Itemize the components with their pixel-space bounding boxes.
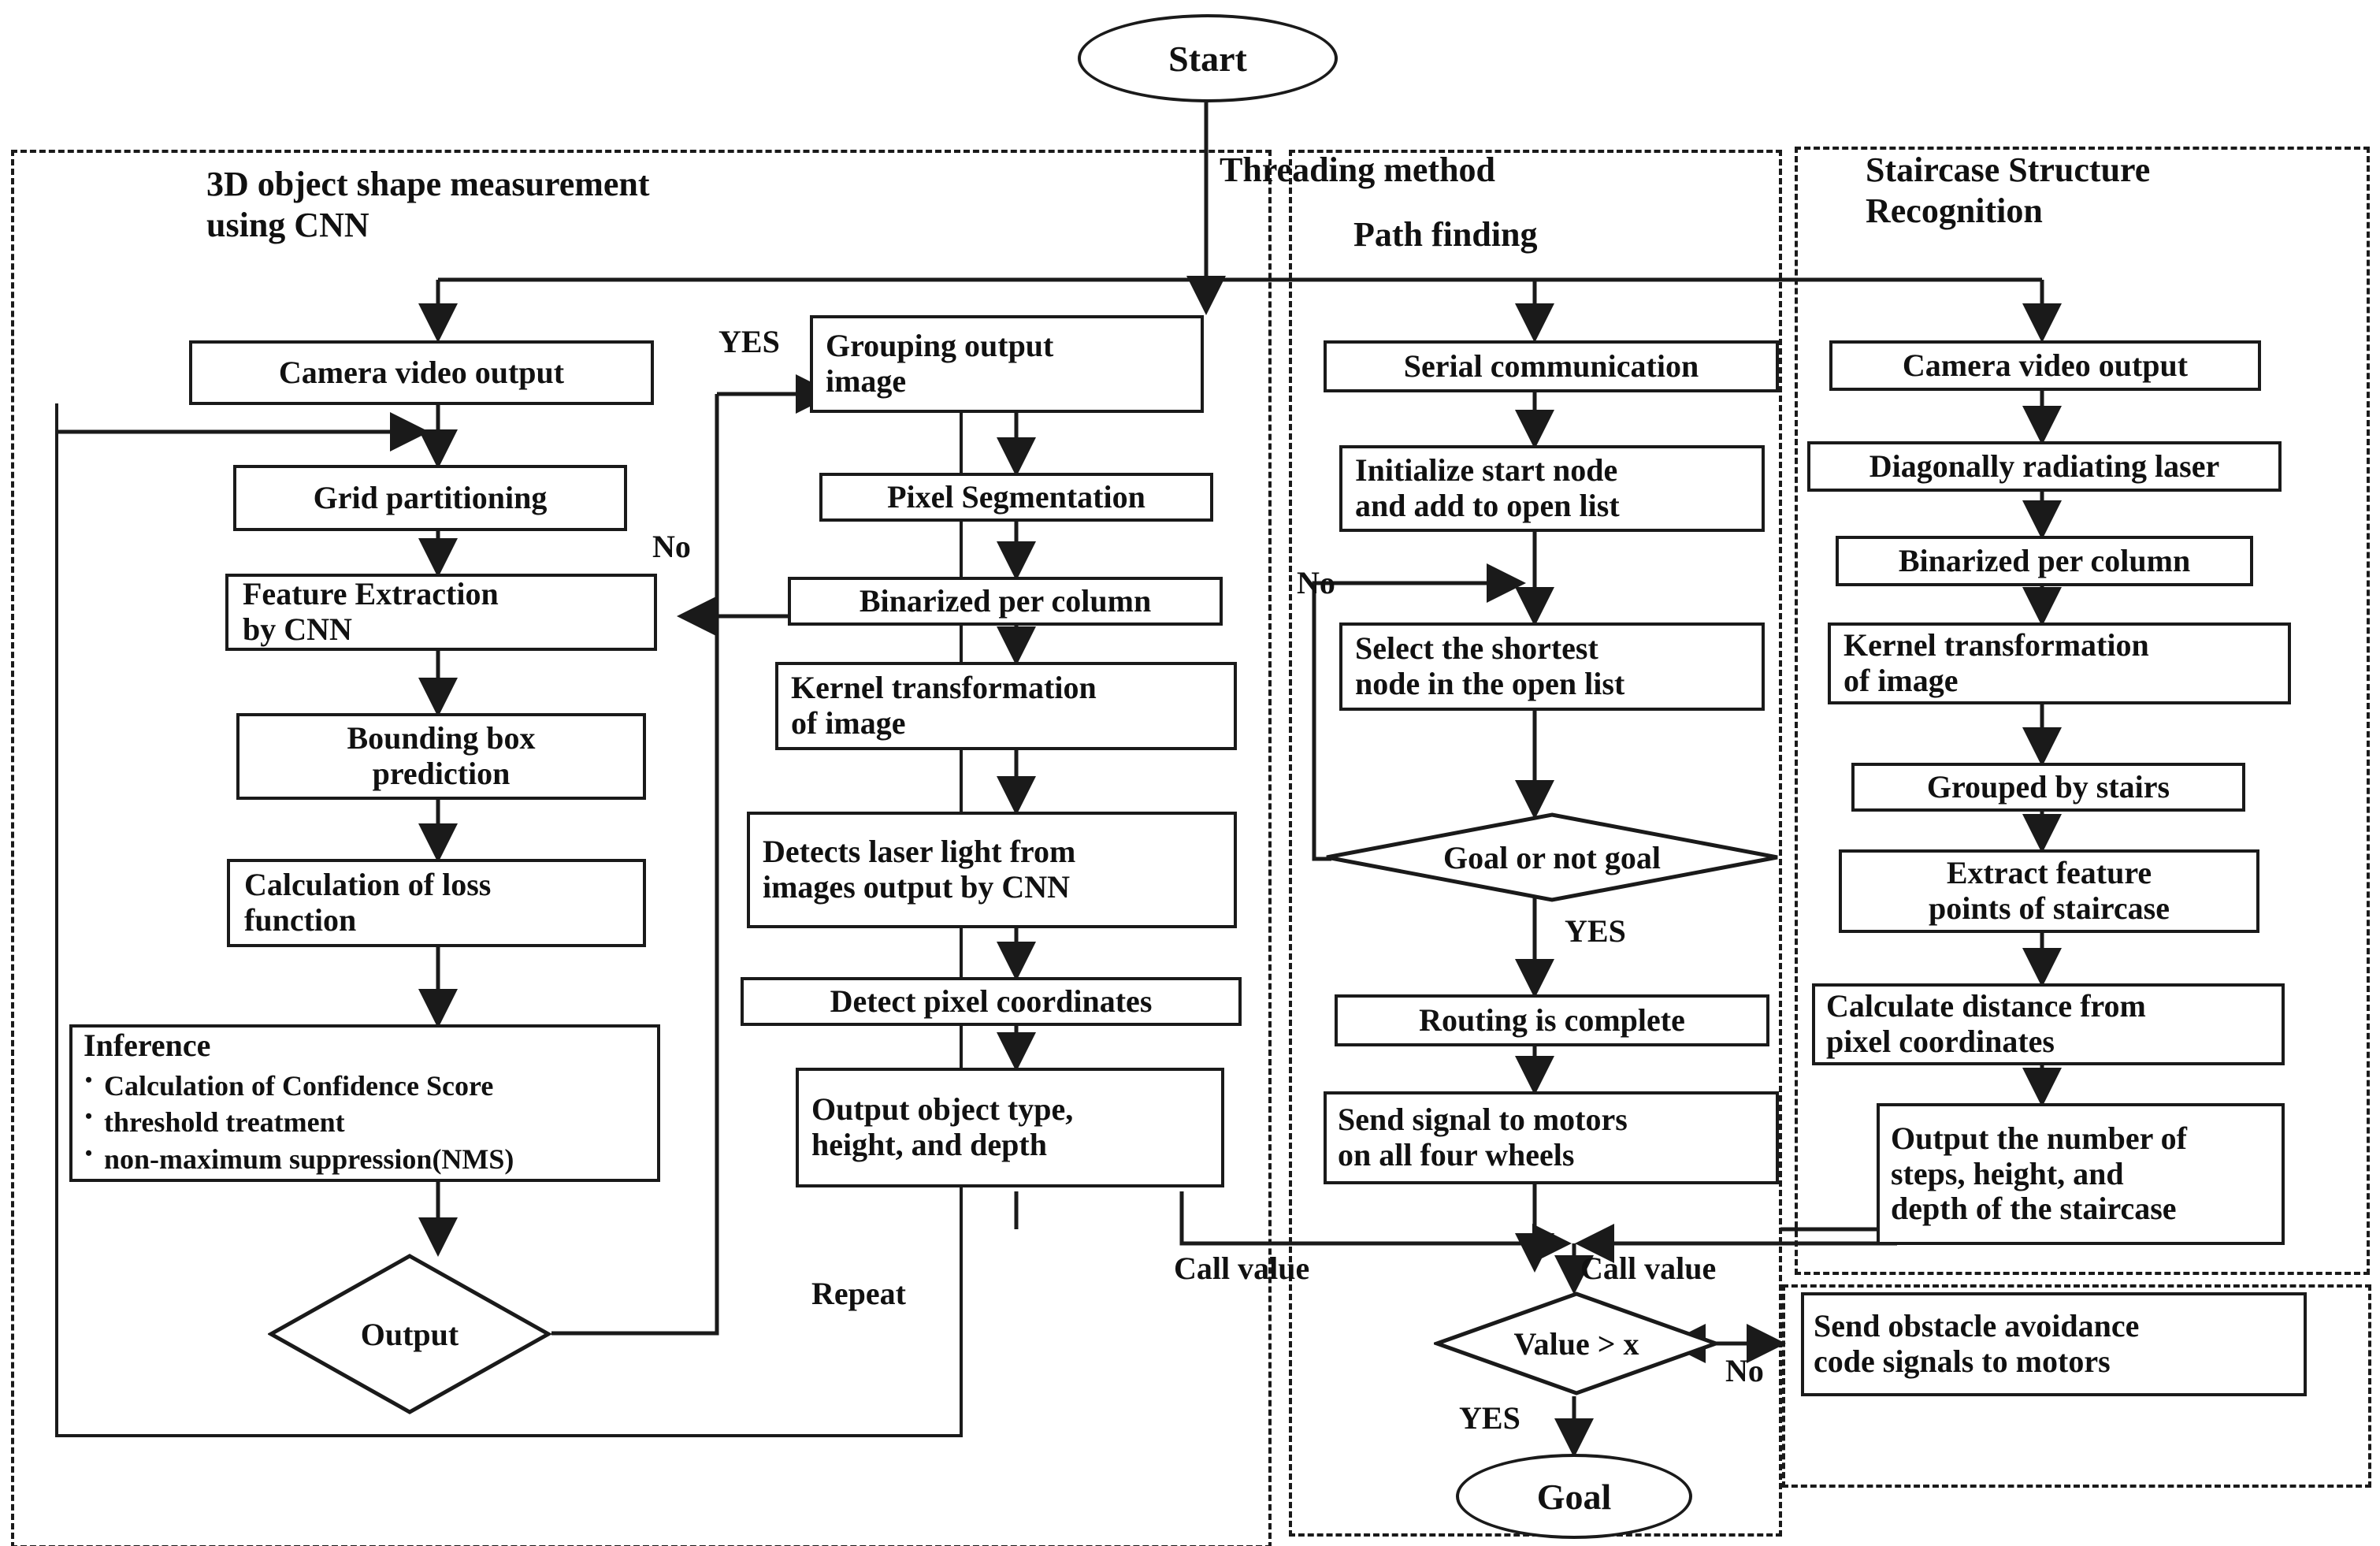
node-stair-kernel-transformation[interactable]: Kernel transformation of image <box>1828 622 2291 704</box>
node-center-detects-laser-light[interactable]: Detects laser light from images output b… <box>747 812 1237 928</box>
inference-heading: Inference <box>84 1027 211 1063</box>
node-stair-camera-video-output[interactable]: Camera video output <box>1829 340 2261 391</box>
dashed-region-staircase <box>1795 147 2370 1275</box>
edge-label-repeat: Repeat <box>811 1276 906 1311</box>
edge-label-call-value-left: Call value <box>1174 1251 1310 1286</box>
edge-label-yes-grouping: YES <box>718 324 780 359</box>
node-path-send-signal-to-motors[interactable]: Send signal to motors on all four wheels <box>1324 1091 1779 1184</box>
node-path-serial-communication[interactable]: Serial communication <box>1324 340 1779 392</box>
inference-item: Calculation of Confidence Score <box>85 1068 649 1104</box>
node-stair-calculate-distance[interactable]: Calculate distance from pixel coordinate… <box>1812 983 2285 1065</box>
title-center: Path finding <box>1353 215 1538 254</box>
node-center-detect-pixel-coordinates[interactable]: Detect pixel coordinates <box>741 977 1242 1026</box>
node-stair-output-steps-height-depth[interactable]: Output the number of steps, height, and … <box>1877 1103 2285 1245</box>
dashed-region-left-right-edge <box>1257 150 1272 1546</box>
node-left-inference[interactable]: Inference Calculation of Confidence Scor… <box>69 1024 660 1182</box>
node-center-pixel-segmentation[interactable]: Pixel Segmentation <box>819 473 1213 522</box>
node-stair-binarized-per-column[interactable]: Binarized per column <box>1836 536 2253 586</box>
title-center-top: Threading method <box>1220 151 1496 189</box>
decision-output[interactable]: Output <box>268 1253 551 1415</box>
decision-value-greater-than-x[interactable]: Value > x <box>1434 1291 1719 1396</box>
title-right: Staircase Structure Recognition <box>1866 151 2151 230</box>
node-send-obstacle-avoidance[interactable]: Send obstacle avoidance code signals to … <box>1801 1292 2307 1396</box>
inference-item: threshold treatment <box>85 1104 649 1140</box>
edge-label-no-left: No <box>652 529 691 564</box>
node-path-routing-is-complete[interactable]: Routing is complete <box>1335 994 1769 1046</box>
node-center-binarized-per-column[interactable]: Binarized per column <box>788 577 1223 626</box>
node-stair-extract-feature-points[interactable]: Extract feature points of staircase <box>1839 849 2259 933</box>
edge-label-call-value-right: Call value <box>1580 1251 1717 1286</box>
title-left: 3D object shape measurement using CNN <box>206 165 650 244</box>
node-center-kernel-transformation[interactable]: Kernel transformation of image <box>775 662 1237 750</box>
node-center-grouping-output-image[interactable]: Grouping output image <box>810 315 1204 413</box>
edge-label-yes-value: YES <box>1459 1400 1520 1436</box>
node-stair-diagonally-radiating-laser[interactable]: Diagonally radiating laser <box>1807 441 2282 492</box>
node-left-bounding-box-prediction[interactable]: Bounding box prediction <box>236 713 646 800</box>
node-left-feature-extraction[interactable]: Feature Extraction by CNN <box>225 574 657 651</box>
edge-label-yes-goal: YES <box>1565 913 1626 949</box>
inference-item: non-maximum suppression(NMS) <box>85 1141 649 1177</box>
node-path-select-shortest-node[interactable]: Select the shortest node in the open lis… <box>1339 622 1765 711</box>
goal-node[interactable]: Goal <box>1456 1454 1692 1539</box>
edge-label-no-value: No <box>1725 1353 1764 1388</box>
node-left-camera-video-output[interactable]: Camera video output <box>189 340 654 405</box>
node-left-calculation-of-loss-function[interactable]: Calculation of loss function <box>227 859 646 947</box>
node-stair-grouped-by-stairs[interactable]: Grouped by stairs <box>1851 763 2245 812</box>
start-node[interactable]: Start <box>1078 14 1338 102</box>
node-path-initialize-start-node[interactable]: Initialize start node and add to open li… <box>1339 445 1765 532</box>
decision-goal-or-not-goal[interactable]: Goal or not goal <box>1324 812 1780 903</box>
node-left-grid-partitioning[interactable]: Grid partitioning <box>233 465 627 531</box>
edge-label-no-pathfinding: No <box>1297 565 1335 600</box>
dashed-region-avoidance <box>1782 1284 2371 1488</box>
node-center-output-object-type[interactable]: Output object type, height, and depth <box>796 1068 1224 1187</box>
